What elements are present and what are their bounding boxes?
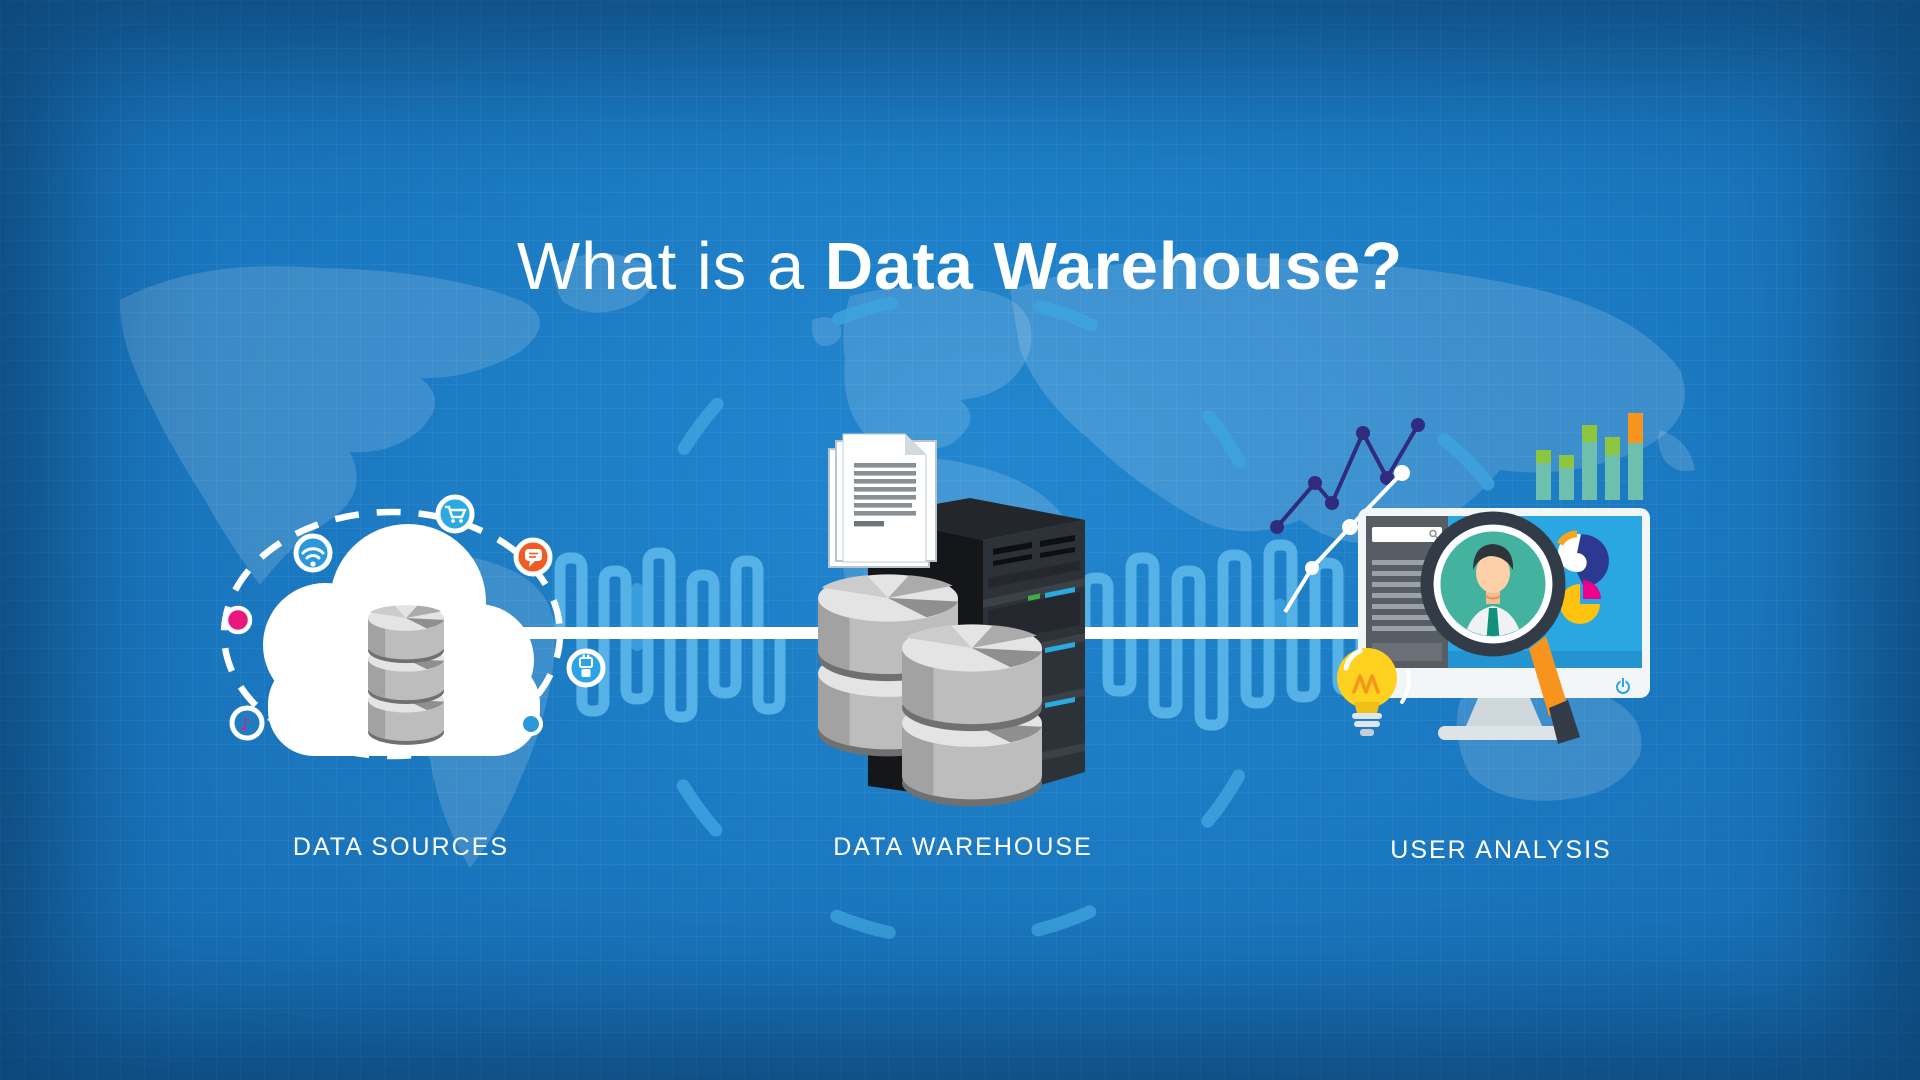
svg-text:♪: ♪ xyxy=(240,715,251,735)
warehouse-database-stack-right xyxy=(901,624,1042,807)
document-text-lines xyxy=(854,463,916,516)
title-emphasis: Data Warehouse? xyxy=(824,229,1404,304)
monitor-base xyxy=(1438,726,1570,740)
wave-right xyxy=(1079,539,1367,731)
document-stack-icon xyxy=(828,433,937,568)
power-icon xyxy=(1616,678,1630,694)
magnifier-user-icon xyxy=(1420,511,1580,744)
wifi-icon xyxy=(293,533,333,573)
dashed-circle-accent xyxy=(629,289,1495,947)
pink-node-icon xyxy=(223,605,253,635)
magnifier-handle xyxy=(1529,636,1568,716)
page-title: What is a Data Warehouse? xyxy=(0,228,1920,305)
line-chart-white-icon xyxy=(1283,465,1410,614)
usb-icon xyxy=(566,648,606,688)
light-bulb-icon xyxy=(1337,648,1411,736)
shopping-cart-icon xyxy=(435,494,475,534)
label-data-sources: DATA SOURCES xyxy=(292,833,510,861)
monitor-stand xyxy=(1466,698,1542,726)
data-warehouse-graphic xyxy=(817,433,1085,807)
data-sources-graphic: ♡ ♪ xyxy=(220,494,606,760)
sidebar-text-lines xyxy=(1372,560,1436,631)
title-prefix: What is a xyxy=(516,229,825,304)
label-data-warehouse: DATA WAREHOUSE xyxy=(833,833,1093,861)
user-analysis-graphic xyxy=(1270,413,1650,744)
node-dot-icon xyxy=(519,712,543,736)
music-note-icon: ♪ xyxy=(229,705,265,741)
pie-chart-icon xyxy=(1560,580,1602,624)
bar-chart-icon xyxy=(1536,413,1643,500)
donut-chart-icon xyxy=(1556,530,1609,588)
user-avatar xyxy=(1458,544,1528,636)
heart-icon: ♡ xyxy=(279,600,293,619)
svg-text:♡: ♡ xyxy=(279,600,293,619)
chat-bubble-icon xyxy=(513,537,553,577)
database-stack-icon xyxy=(367,605,444,745)
label-user-analysis: USER ANALYSIS xyxy=(1390,836,1612,864)
line-chart-purple-icon xyxy=(1270,418,1425,534)
